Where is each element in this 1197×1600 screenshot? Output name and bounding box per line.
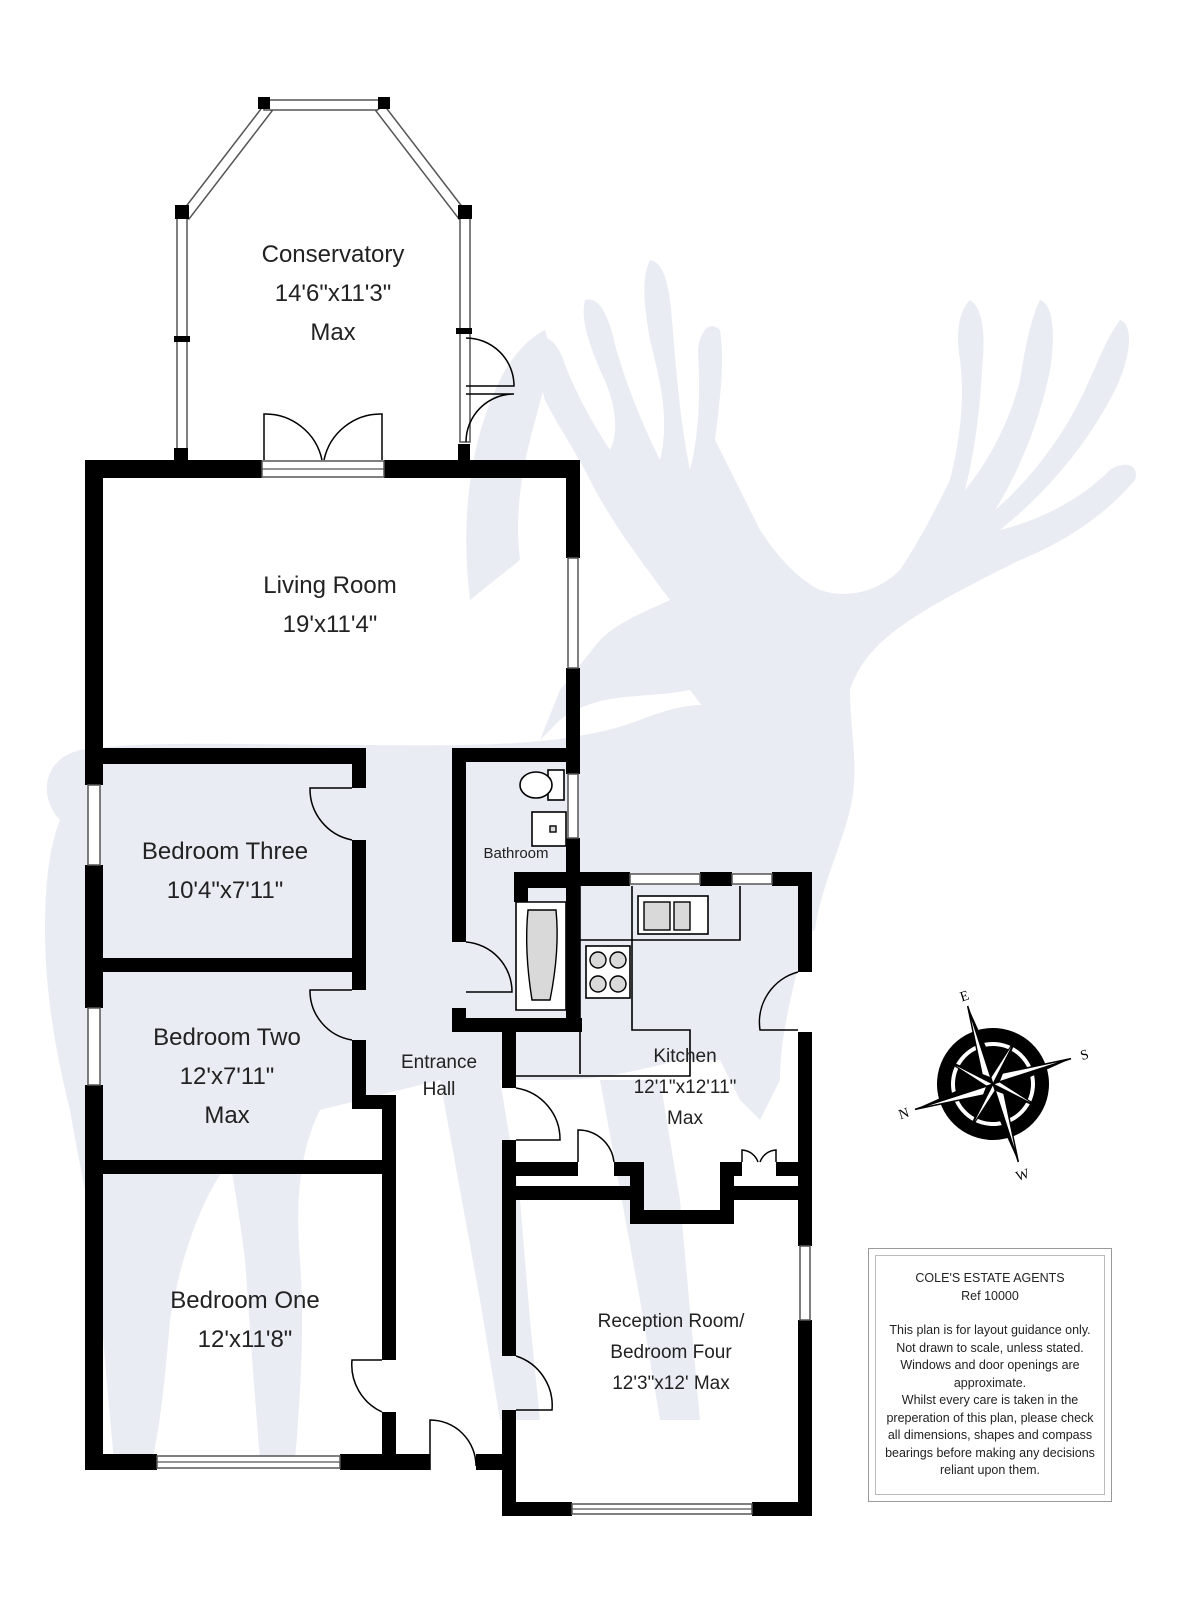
compass-e: E xyxy=(958,989,971,1006)
room-labels: Conservatory 14'6"x11'3" Max Living Room… xyxy=(142,241,745,1394)
kitchen-size: 12'1"x12'11" xyxy=(634,1077,737,1098)
compass-rose-icon: E S W N xyxy=(897,989,1091,1185)
kitchen-note: Max xyxy=(667,1108,703,1129)
disclaimer-line: Whilst every care is taken in the xyxy=(901,1393,1079,1407)
compass-w: W xyxy=(1014,1166,1032,1185)
kitchen-name: Kitchen xyxy=(653,1046,716,1067)
bedroom-three-size: 10'4"x7'11" xyxy=(167,877,284,904)
toilet-bowl xyxy=(519,771,553,799)
basin xyxy=(531,811,567,847)
disclaimer-line: all dimensions, shapes and compass xyxy=(887,1428,1093,1442)
bathroom-name: Bathroom xyxy=(483,845,548,862)
compass-s: S xyxy=(1079,1047,1091,1064)
living-room-size: 19'x11'4" xyxy=(283,611,378,638)
entrance-hall-line1: Entrance xyxy=(401,1052,477,1073)
reception-size: 12'3"x12' Max xyxy=(612,1373,730,1394)
bedroom-one-name: Bedroom One xyxy=(170,1287,319,1314)
windows xyxy=(87,460,811,1515)
reference: Ref 10000 xyxy=(961,1288,1019,1303)
conservatory-size: 14'6"x11'3" xyxy=(275,280,392,307)
entrance-hall-line2: Hall xyxy=(423,1079,456,1100)
disclaimer-line: Not drawn to scale, unless stated. xyxy=(896,1340,1084,1355)
compass-n: N xyxy=(897,1106,911,1123)
disclaimer-line: reliant upon them. xyxy=(939,1463,1041,1477)
kitchen-fixtures xyxy=(516,886,741,1077)
disclaimer-box: COLE'S ESTATE AGENTS Ref 10000 This plan… xyxy=(868,1248,1112,1502)
bathroom-fixtures xyxy=(515,769,567,1011)
disclaimer-line: approximate. xyxy=(953,1375,1027,1390)
disclaimer-line: bearings before making any decisions xyxy=(885,1445,1095,1460)
disclaimer-line: preperation of this plan, please check xyxy=(886,1410,1094,1425)
disclaimer-line: This plan is for layout guidance only. xyxy=(889,1323,1091,1337)
conservatory-note: Max xyxy=(310,319,355,346)
disclaimer-inner: COLE'S ESTATE AGENTS Ref 10000 This plan… xyxy=(875,1255,1105,1495)
bedroom-two-note: Max xyxy=(204,1102,249,1129)
reception-line1: Reception Room/ xyxy=(598,1311,746,1332)
bedroom-two-size: 12'x7'11" xyxy=(180,1063,275,1090)
bedroom-one-size: 12'x11'8" xyxy=(198,1326,293,1353)
reception-line2: Bedroom Four xyxy=(610,1342,732,1363)
conservatory-glazing xyxy=(174,97,472,462)
bedroom-two-name: Bedroom Two xyxy=(153,1024,301,1051)
disclaimer-line: Windows and door openings are xyxy=(900,1358,1080,1372)
walls xyxy=(85,460,812,1516)
doors xyxy=(263,337,799,1470)
conservatory-name: Conservatory xyxy=(262,241,405,268)
bedroom-three-name: Bedroom Three xyxy=(142,838,308,865)
company-name: COLE'S ESTATE AGENTS xyxy=(915,1271,1065,1285)
living-room-name: Living Room xyxy=(263,572,396,599)
